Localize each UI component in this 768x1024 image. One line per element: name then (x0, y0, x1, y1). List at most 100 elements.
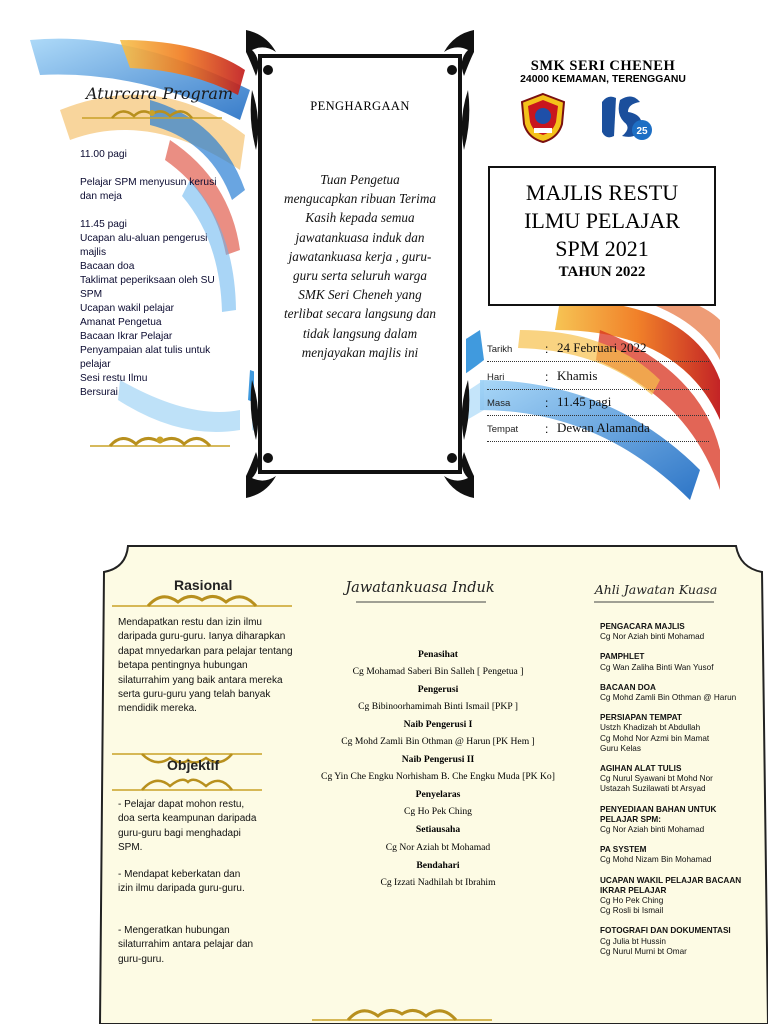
rasional-text: Mendapatkan restu dan izin ilmu daripada… (118, 617, 293, 715)
schedule-gap (80, 204, 230, 218)
objektif-item-2: - Mendapat keberkatan dan izin ilmu dari… (118, 869, 245, 895)
staff-member-name: Ustzh Khadizah bt Abdullah (600, 723, 701, 733)
committee-list: Penasihat Cg Mohamad Saberi Bin Salleh [ … (318, 642, 558, 888)
staff-group: UCAPAN WAKIL PELAJAR BACAAN IKRAR PELAJA… (600, 876, 750, 917)
info-label: Hari (487, 372, 505, 383)
info-value: 11.45 pagi (557, 394, 612, 409)
schedule-item: Ucapan alu-aluan pengerusi majlis (80, 233, 208, 258)
committee-title: Jawatankuasa Induk (345, 580, 495, 596)
staff-role: PERSIAPAN TEMPAT (600, 713, 682, 723)
schedule-item: Amanat Pengetua (80, 317, 162, 328)
staff-member-name: Cg Wan Zaliha Binti Wan Yusof (600, 662, 714, 672)
committee-role: Naib Pengerusi I (403, 718, 473, 730)
committee-role: Setiausaha (415, 824, 461, 836)
event-year: TAHUN 2022 (558, 264, 646, 280)
anniversary-logo: 25 (602, 96, 652, 140)
svg-text:25: 25 (636, 126, 648, 137)
gold-ornament-objektif-top (112, 753, 262, 764)
staff-role: FOTOGRAFI DAN DOKUMENTASI (600, 926, 731, 936)
info-value: 24 Februari 2022 (557, 340, 647, 355)
staff-member-name: Cg Nurul Syawani bt Mohd Nor (600, 774, 713, 784)
gold-ornament-top (82, 110, 222, 119)
committee-role: Bendahari (416, 859, 460, 871)
parchment-background (98, 545, 768, 1024)
staff-member-name: Cg Mohd Nor Azmi bin Mamat (600, 733, 710, 743)
committee-member-name: Cg Bibinoorhamimah Binti Ismail [PKP ] (358, 700, 518, 712)
info-value: Dewan Alamanda (557, 420, 650, 435)
schedule-item: Bersurai (80, 387, 118, 398)
staff-member-name: Guru Kelas (600, 743, 641, 753)
staff-role: PAMPHLET (600, 652, 645, 662)
objektif-item-1: - Pelajar dapat mohon restu, doa serta k… (118, 799, 257, 854)
schedule-item: Pelajar SPM menyusun kerusi dan meja (80, 177, 217, 202)
committee-member-name: Cg Nor Aziah bt Mohamad (385, 841, 491, 853)
info-row-day: Hari : Khamis (487, 368, 709, 390)
staff-member-name: Cg Mohd Zamli Bin Othman @ Harun (600, 693, 737, 703)
staff-role: UCAPAN WAKIL PELAJAR BACAAN IKRAR PELAJA… (600, 875, 742, 895)
staff-member-name: Ustazah Suzilawati bt Arsyad (600, 784, 706, 794)
school-name: SMK SERI CHENEH (530, 58, 676, 74)
schedule-item: 11.00 pagi (80, 149, 127, 160)
info-label: Tempat (487, 424, 519, 435)
schedule-item: Sesi restu Ilmu (80, 373, 148, 384)
schedule-item: Bacaan Ikrar Pelajar (80, 331, 173, 342)
committee-role: Penyelaras (415, 789, 461, 801)
event-title-line-2: ILMU PELAJAR (524, 208, 680, 233)
committee-member-name: Cg Yin Che Engku Norhisham B. Che Engku … (321, 771, 555, 783)
appreciation-text: Tuan Pengetua mengucapkan ribuan Terima … (283, 172, 437, 360)
staff-group: PENYEDIAAN BAHAN UNTUK PELAJAR SPM:Cg No… (600, 805, 750, 836)
staff-title-underline (594, 601, 714, 603)
ornate-frame (246, 30, 474, 498)
committee-title-underline (356, 601, 486, 603)
schedule-item: Penyampaian alat tulis untuk pelajar (80, 345, 211, 370)
program-title: Aturcara Program (86, 84, 234, 103)
objektif-heading: Objektif (167, 757, 220, 773)
staff-member-name: Cg Julia bt Hussin (600, 936, 666, 946)
schedule-item: 11.45 pagi (80, 219, 127, 230)
info-row-date: Tarikh : 24 Februari 2022 (487, 340, 709, 362)
objektif-item-3: - Mengeratkan hubungan silaturrahim anta… (118, 925, 254, 965)
committee-role: Penasihat (418, 648, 458, 660)
staff-role: PA SYSTEM (600, 845, 647, 855)
event-title-box: MAJLIS RESTU ILMU PELAJAR SPM 2021 TAHUN… (488, 166, 716, 306)
staff-member-name: Cg Nurul Murni bt Omar (600, 946, 687, 956)
staff-member-name: Cg Rosli bi Ismail (600, 906, 664, 916)
staff-role: BACAAN DOA (600, 682, 656, 692)
committee-member-name: Cg Mohamad Saberi Bin Salleh [ Pengetua … (352, 665, 524, 677)
info-label: Tarikh (487, 344, 513, 355)
committee-role: Naib Pengerusi II (401, 754, 475, 766)
staff-role: PENGACARA MAJLIS (600, 622, 685, 631)
staff-member-name: Cg Mohd Nizam Bin Mohamad (600, 855, 712, 865)
gold-ornament-bottom (90, 436, 230, 448)
event-title-line-1: MAJLIS RESTU (525, 180, 679, 205)
schedule-gap (80, 162, 230, 176)
school-crest-logo (520, 92, 566, 144)
staff-role: AGIHAN ALAT TULIS (600, 764, 682, 774)
committee-role: Pengerusi (417, 683, 459, 695)
committee-member-name: Cg Ho Pek Ching (404, 806, 472, 818)
brochure-back: Rasional Mendapatkan restu dan izin ilmu… (0, 530, 768, 1024)
staff-role: PENYEDIAAN BAHAN UNTUK PELAJAR SPM: (600, 804, 717, 824)
info-row-time: Masa : 11.45 pagi (487, 394, 709, 416)
staff-member-name: Cg Ho Pek Ching (600, 896, 664, 906)
schedule-item: Bacaan doa (80, 261, 135, 272)
gold-ornament-bottom-center (312, 1009, 492, 1022)
committee-member-name: Cg Izzati Nadhilah bt Ibrahim (380, 876, 496, 888)
appreciation-heading: PENGHARGAAN (310, 99, 410, 113)
staff-member-name: Cg Nor Aziah binti Mohamad (600, 632, 705, 642)
rasional-heading: Rasional (174, 577, 233, 593)
info-value: Khamis (557, 368, 598, 383)
schedule-item: Ucapan wakil pelajar (80, 303, 175, 314)
staff-title: Ahli Jawatan Kuasa (594, 582, 718, 597)
committee-member-name: Cg Mohd Zamli Bin Othman @ Harun [PK Hem… (341, 735, 535, 747)
